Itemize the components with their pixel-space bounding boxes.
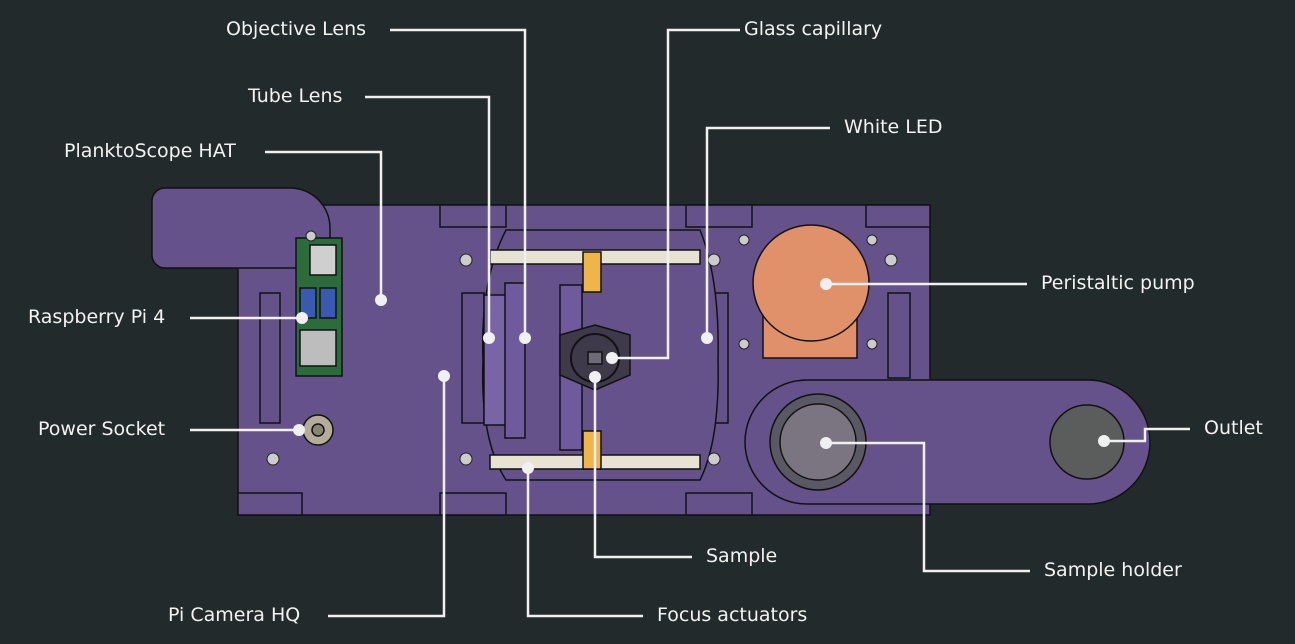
label-tube-lens: Tube Lens (248, 85, 343, 107)
label-objective-lens: Objective Lens (226, 18, 367, 40)
label-sample: Sample (706, 545, 778, 567)
label-white-led: White LED (844, 116, 943, 138)
label-glass-capillary: Glass capillary (744, 18, 883, 40)
label-raspberry-pi: Raspberry Pi 4 (28, 306, 166, 328)
label-planktoscope-hat: PlanktoScope HAT (64, 140, 236, 162)
label-sample-holder: Sample holder (1044, 559, 1182, 581)
label-focus-actuators: Focus actuators (657, 604, 808, 626)
leader-dots (293, 278, 1110, 474)
hat-cover (151, 187, 331, 269)
label-peristaltic-pump: Peristaltic pump (1041, 272, 1195, 294)
label-outlet: Outlet (1204, 417, 1263, 439)
leader-lines (190, 28, 1190, 618)
label-power-socket: Power Socket (38, 418, 166, 440)
label-pi-camera: Pi Camera HQ (168, 604, 301, 626)
